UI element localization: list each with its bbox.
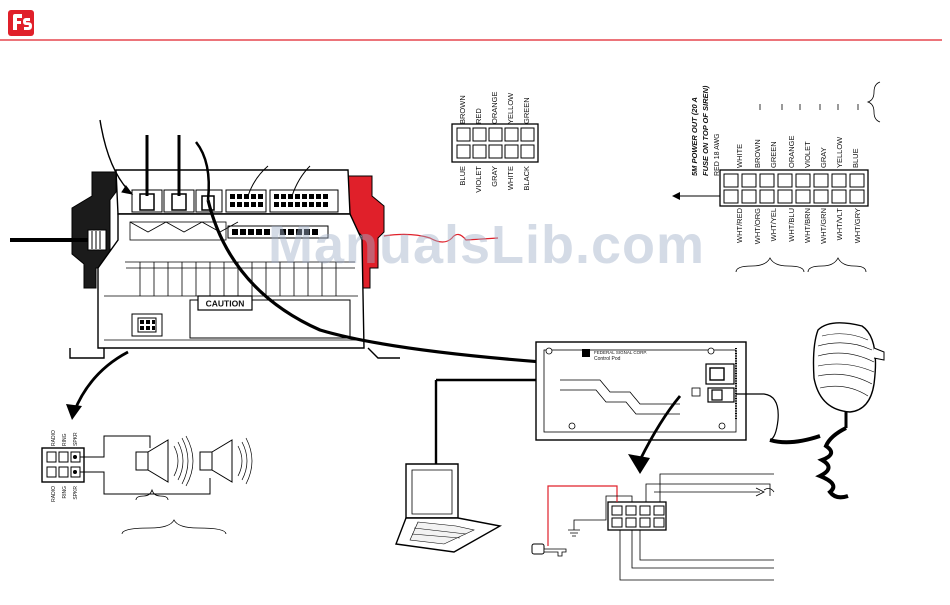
spk-bot-radio: RADIO — [51, 486, 57, 502]
spk-bot-spkr: SPKR — [73, 486, 79, 500]
speaker-connector: RADIO RING SPKR RADIO RING SPKR — [41, 350, 211, 502]
federal-signal-logo-icon — [8, 10, 34, 36]
pin-label-wht-red: WHT/RED — [735, 207, 744, 243]
connector-16-pin: 5M POWER OUT (20 A FUSE ON TOP OF SIREN)… — [672, 81, 881, 273]
pin-label-wht-grn: WHT/GRN — [819, 208, 828, 244]
connector-10-pin: BROWN RED ORANGE YELLOW GREEN BLUE VIOLE… — [451, 91, 539, 193]
control-pod: FEDERAL SIGNAL CORP. Control Pod — [535, 341, 747, 474]
pin-label-yellow-16: YELLOW — [835, 136, 844, 168]
power-note-line2: FUSE ON TOP OF SIREN) — [701, 85, 710, 176]
power-note-line1: 5M POWER OUT (20 A — [690, 97, 699, 176]
pin-label-wht-blu: WHT/BLU — [787, 208, 796, 242]
speaker-icon — [135, 435, 194, 487]
pin-label-gray: GRAY — [490, 166, 499, 187]
spk-top-radio: RADIO — [51, 430, 57, 446]
spk-top-spkr: SPKR — [73, 432, 79, 446]
pod-brand: FEDERAL SIGNAL CORP. — [594, 350, 647, 355]
pin-label-yellow: YELLOW — [506, 92, 515, 124]
pin-label-green: GREEN — [522, 97, 531, 124]
microphone-icon — [736, 322, 885, 500]
pin-label-brown: BROWN — [458, 95, 467, 124]
pin-label-orange: ORANGE — [490, 91, 499, 124]
pin-label-violet: VIOLET — [474, 166, 483, 193]
spk-top-ring: RING — [62, 433, 68, 446]
pin-label-green-16: GREEN — [769, 141, 778, 168]
pin-label-wht-brn: WHT/BRN — [803, 208, 812, 243]
pin-label-white: WHITE — [506, 166, 515, 190]
pin-label-wht-vlt: WHT/VLT — [835, 208, 844, 241]
pin-label-brown-16: BROWN — [753, 139, 762, 168]
pin-label-violet-16: VIOLET — [803, 141, 812, 168]
pin-label-white-16: WHITE — [735, 144, 744, 168]
laptop-icon — [395, 378, 536, 553]
pin-label-red: RED — [474, 108, 483, 124]
pod-model: Control Pod — [594, 356, 621, 362]
bottom-connector — [547, 473, 775, 581]
ignition-key-icon — [531, 543, 567, 557]
pin-label-wht-yel: WHT/YEL — [769, 208, 778, 241]
pin-label-blue-16: BLUE — [851, 148, 860, 168]
spk-bot-ring: RING — [62, 486, 68, 499]
speaker-icon — [199, 437, 253, 485]
pin-label-wht-org: WHT/ORG — [753, 208, 762, 244]
pin-label-orange-16: ORANGE — [787, 135, 796, 168]
caution-label: CAUTION — [206, 299, 245, 309]
pin-label-black: BLACK — [522, 166, 531, 191]
pin-label-blue: BLUE — [458, 166, 467, 186]
pin-label-gray-16: GRAY — [819, 147, 828, 168]
pin-label-wht-gry: WHT/GRY — [853, 208, 862, 243]
red-wire-label: RED 18 AWG — [714, 133, 721, 176]
siren-amplifier: CAUTION — [10, 169, 400, 359]
